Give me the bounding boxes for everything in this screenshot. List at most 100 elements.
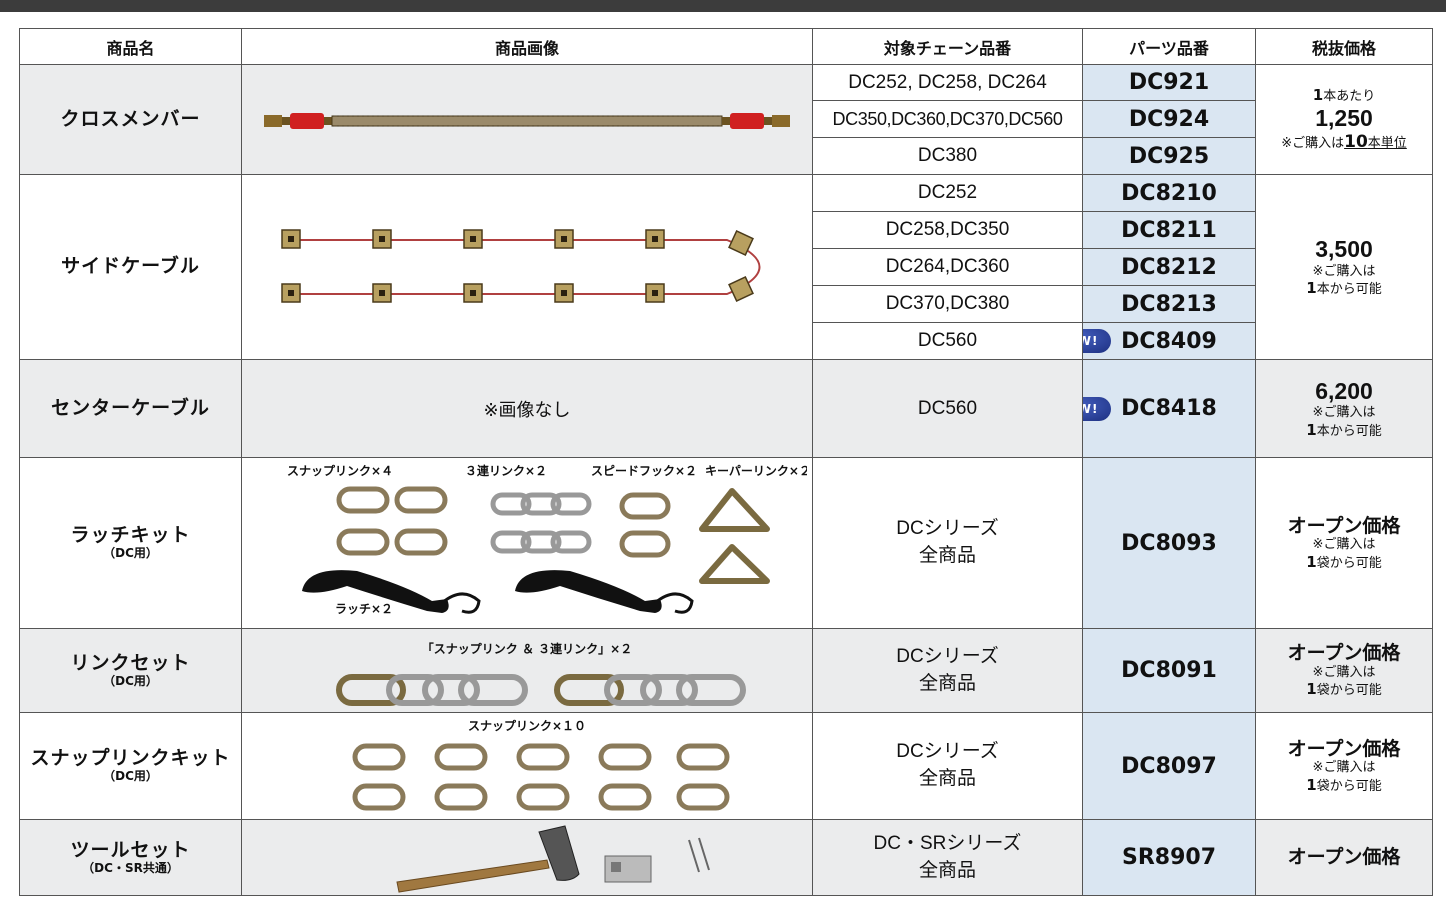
price-snapkit-note-num: 1 bbox=[1306, 775, 1317, 794]
chain-side-1: DC252 bbox=[812, 174, 1083, 212]
part-side-5-code: DC8409 bbox=[1121, 328, 1217, 354]
latch-label-triple: ３連リンク×２ bbox=[465, 463, 547, 478]
price-linkset-note-num: 1 bbox=[1306, 680, 1317, 699]
header-part: パーツ品番 bbox=[1082, 28, 1256, 65]
snap-link-kit-icon: スナップリンク×１０ bbox=[352, 718, 730, 811]
part-cross-1: DC921 bbox=[1082, 64, 1256, 101]
side-cable-icon bbox=[281, 229, 761, 303]
price-cross-prefix-num: 1 bbox=[1312, 86, 1324, 105]
price-tool: オープン価格 bbox=[1255, 819, 1433, 896]
price-latch-note1: ※ご購入は bbox=[1312, 537, 1376, 553]
product-name-cross: クロスメンバー bbox=[19, 64, 242, 175]
chain-side-4: DC370,DC380 bbox=[812, 285, 1083, 323]
latch-kit-icon: スナップリンク×４ ３連リンク×２ スピードフック×２ キーパーリンク×２ bbox=[287, 463, 807, 616]
table-row: DC380 DC925 bbox=[20, 137, 1433, 175]
chain-latch-2: 全商品 bbox=[918, 545, 976, 566]
price-latch: オープン価格 ※ご購入は 1袋から可能 bbox=[1255, 457, 1433, 629]
chain-snapkit-2: 全商品 bbox=[918, 768, 976, 789]
part-center-code: DC8418 bbox=[1121, 396, 1217, 421]
price-linkset: オープン価格 ※ご購入は 1袋から可能 bbox=[1255, 628, 1433, 713]
product-name-center: センターケーブル bbox=[19, 359, 242, 458]
price-center-note2: 本から可能 bbox=[1316, 423, 1382, 439]
table-row: センターケーブル ※画像なし DC560 NEW! DC8418 6,200 ※… bbox=[19, 359, 1433, 458]
latch-label-keeper: キーパーリンク×２ bbox=[705, 464, 807, 478]
header-name: 商品名 bbox=[19, 28, 242, 65]
chain-latch: DCシリーズ 全商品 bbox=[812, 457, 1083, 629]
price-cross-note-a: ※ご購入は bbox=[1281, 136, 1345, 152]
price-center-value: 6,200 bbox=[1315, 377, 1373, 404]
chain-linkset-1: DCシリーズ bbox=[896, 645, 999, 667]
part-linkset: DC8091 bbox=[1082, 628, 1256, 713]
cross-member-image bbox=[241, 64, 813, 175]
link-set-icon: 「スナップリンク ＆ ３連リンク」×２ bbox=[336, 641, 746, 706]
price-side-value: 3,500 bbox=[1315, 236, 1373, 263]
product-name-tool: ツールセット （DC・SR共通） bbox=[19, 819, 242, 896]
price-latch-note2: 袋から可能 bbox=[1316, 555, 1382, 571]
latch-label-snap: スナップリンク×４ bbox=[287, 463, 393, 478]
latch-label-latch: ラッチ×２ bbox=[335, 602, 393, 616]
price-latch-note-num: 1 bbox=[1306, 552, 1317, 571]
part-snapkit: DC8097 bbox=[1082, 712, 1256, 820]
price-cross-note-b: 本単位 bbox=[1367, 136, 1407, 152]
tool-set-image bbox=[241, 819, 813, 896]
part-side-5: NEW! DC8409 bbox=[1082, 322, 1256, 360]
price-cross-prefix-unit: 本あたり bbox=[1323, 89, 1376, 105]
tool-name: ツールセット bbox=[70, 838, 191, 861]
linkset-label: 「スナップリンク ＆ ３連リンク」×２ bbox=[422, 641, 632, 656]
price-linkset-note2: 袋から可能 bbox=[1316, 683, 1382, 699]
chain-tool-1: DC・SRシリーズ bbox=[873, 832, 1022, 854]
part-cross-2: DC924 bbox=[1082, 100, 1256, 138]
new-badge: NEW! bbox=[1083, 396, 1111, 421]
price-side-note-num: 1 bbox=[1306, 279, 1317, 298]
latch-label-hook: スピードフック×２ bbox=[591, 464, 697, 478]
header-chain: 対象チェーン品番 bbox=[812, 28, 1083, 65]
chain-side-5: DC560 bbox=[812, 322, 1083, 360]
snap-link-kit-image: スナップリンク×１０ bbox=[241, 712, 813, 820]
price-snapkit-value: オープン価格 bbox=[1287, 737, 1401, 760]
tool-sub: （DC・SR共通） bbox=[82, 860, 179, 875]
part-latch: DC8093 bbox=[1082, 457, 1256, 629]
price-cross-value: 1,250 bbox=[1315, 104, 1373, 131]
price-side-note1: ※ご購入は bbox=[1312, 263, 1376, 279]
product-name-latch: ラッチキット （DC用） bbox=[19, 457, 242, 629]
part-side-3: DC8212 bbox=[1082, 248, 1256, 286]
chain-snapkit-1: DCシリーズ bbox=[896, 741, 999, 763]
part-side-1: DC8210 bbox=[1082, 174, 1256, 212]
product-name-linkset: リンクセット （DC用） bbox=[19, 628, 242, 713]
snapkit-label: スナップリンク×１０ bbox=[468, 718, 586, 733]
table-row: DC264,DC360 DC8212 bbox=[20, 248, 1433, 286]
price-tool-value: オープン価格 bbox=[1287, 846, 1401, 869]
price-center-note1: ※ご購入は bbox=[1312, 405, 1376, 421]
table-row: スナップリンクキット （DC用） スナップリンク×１０ bbox=[19, 712, 1433, 820]
table-row: DC258,DC350 DC8211 bbox=[20, 211, 1433, 249]
part-side-2: DC8211 bbox=[1082, 211, 1256, 249]
chain-linkset: DCシリーズ 全商品 bbox=[812, 628, 1083, 713]
chain-side-2: DC258,DC350 bbox=[812, 211, 1083, 249]
price-snapkit-note1: ※ご購入は bbox=[1312, 760, 1376, 776]
price-linkset-value: オープン価格 bbox=[1287, 642, 1401, 664]
part-side-4: DC8213 bbox=[1082, 285, 1256, 323]
price-linkset-note1: ※ご購入は bbox=[1312, 664, 1376, 680]
link-set-image: 「スナップリンク ＆ ３連リンク」×２ bbox=[241, 628, 813, 713]
table-row: ラッチキット （DC用） スナップリンク×４ ３連リンク×２ スピードフック×２… bbox=[19, 457, 1433, 629]
chain-tool-2: 全商品 bbox=[918, 859, 976, 881]
header-price: 税抜価格 bbox=[1255, 28, 1433, 65]
side-cable-image bbox=[241, 174, 813, 360]
price-latch-value: オープン価格 bbox=[1287, 514, 1401, 537]
chain-cross-3: DC380 bbox=[812, 137, 1083, 175]
price-cross: 1本あたり 1,250 ※ご購入は10本単位 bbox=[1255, 64, 1433, 175]
linkset-name: リンクセット bbox=[70, 651, 191, 674]
price-cross-note-num: 10 bbox=[1344, 132, 1368, 153]
price-side: 3,500 ※ご購入は 1本から可能 bbox=[1255, 174, 1433, 360]
price-snapkit-note2: 袋から可能 bbox=[1316, 778, 1382, 794]
table-row: ツールセット （DC・SR共通） DC・SRシリーズ 全商品 SR8907 オー… bbox=[19, 819, 1433, 896]
table-header: 商品名 商品画像 対象チェーン品番 パーツ品番 税抜価格 bbox=[19, 28, 1433, 65]
latch-kit-image: スナップリンク×４ ３連リンク×２ スピードフック×２ キーパーリンク×２ bbox=[241, 457, 813, 629]
price-side-note2: 本から可能 bbox=[1316, 282, 1382, 298]
table-row: サイドケーブル bbox=[19, 174, 1433, 360]
part-center: NEW! DC8418 bbox=[1082, 359, 1256, 458]
table-row: DC370,DC380 DC8213 bbox=[20, 285, 1433, 323]
chain-center: DC560 bbox=[812, 359, 1083, 458]
snapkit-name: スナップリンクキット bbox=[30, 747, 231, 770]
price-snapkit: オープン価格 ※ご購入は 1袋から可能 bbox=[1255, 712, 1433, 820]
